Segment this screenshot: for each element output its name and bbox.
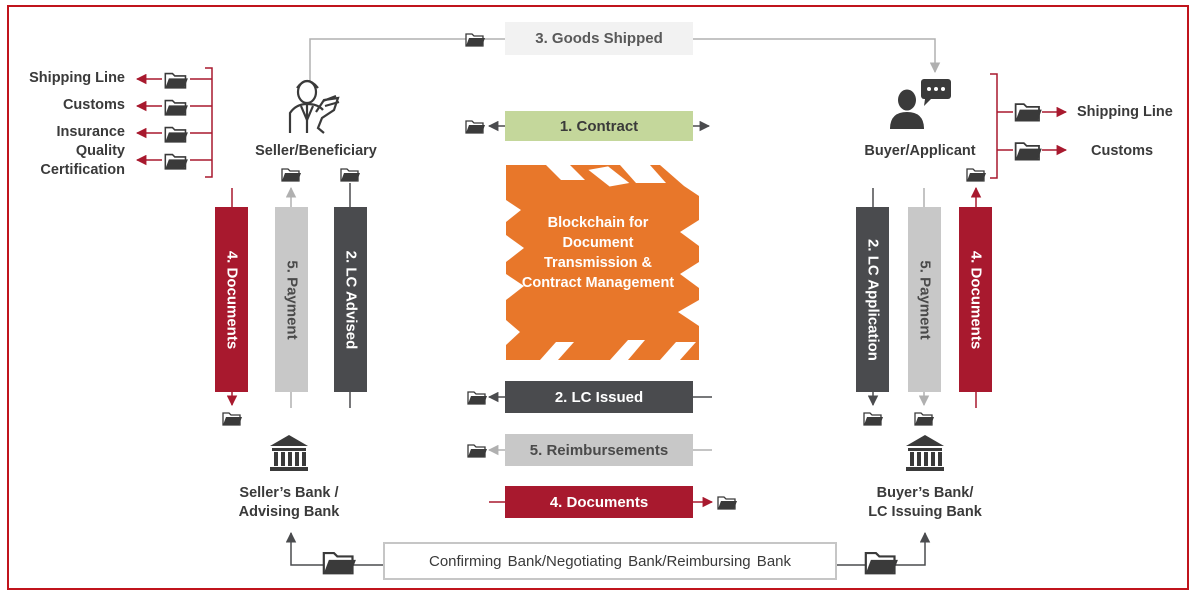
seller-documents-bar: 4. Documents xyxy=(215,207,248,392)
goods-shipped-line xyxy=(309,38,941,82)
folder-icon xyxy=(1014,103,1042,122)
buyer-bank-line2: LC Issuing Bank xyxy=(868,504,982,520)
buyer-person-icon xyxy=(890,79,951,129)
seller-party-insurance: Insurance xyxy=(56,124,126,140)
seller-party-customs: Customs xyxy=(62,97,125,113)
buyer-party-shipping-line: Shipping Line xyxy=(1077,104,1173,120)
seller-person-icon xyxy=(288,79,340,134)
blockchain-label: Blockchain for Document Transmission & C… xyxy=(521,215,675,291)
folder-icon xyxy=(340,168,360,182)
buyer-parties-bracket xyxy=(990,73,1068,179)
seller-parties-bracket xyxy=(135,67,213,178)
folder-icon xyxy=(914,412,934,426)
folder-icon xyxy=(863,412,883,426)
buyer-lc-application-label: 2. LC Application xyxy=(864,238,881,361)
folder-icon xyxy=(164,126,188,143)
seller-bank-line1: Seller’s Bank / xyxy=(239,485,339,501)
seller-party-quality: Quality xyxy=(75,143,125,159)
documents-bar: 4. Documents xyxy=(505,486,693,518)
buyer-documents-bar: 4. Documents xyxy=(959,207,992,392)
buyer-name: Buyer/Applicant xyxy=(864,143,976,159)
seller-lc-advised-label: 2. LC Advised xyxy=(342,250,359,349)
folder-icon xyxy=(164,153,188,170)
folder-icon xyxy=(281,168,301,182)
buyer-bank-line1: Buyer’s Bank/ xyxy=(876,485,974,501)
seller-documents-label: 4. Documents xyxy=(223,250,240,349)
confirming-bank-box: Confirming Bank/Negotiating Bank/Reimbur… xyxy=(383,542,837,580)
seller-payment-label: 5. Payment xyxy=(283,259,300,340)
folder-icon xyxy=(465,120,485,134)
diagram-frame xyxy=(7,5,1189,590)
folder-icon xyxy=(467,391,487,405)
buyer-payment-label: 5. Payment xyxy=(916,259,933,340)
folder-icon xyxy=(164,72,188,89)
folder-icon xyxy=(467,444,487,458)
folder-icon xyxy=(1014,142,1042,161)
folder-icon xyxy=(322,551,356,575)
folder-icon xyxy=(966,168,986,182)
reimbursements-bar: 5. Reimbursements xyxy=(505,434,693,466)
folder-icon xyxy=(864,551,898,575)
seller-lc-advised-bar: 2. LC Advised xyxy=(334,207,367,392)
contract-bar: 1. Contract xyxy=(505,111,693,141)
seller-bank-line2: Advising Bank xyxy=(238,504,340,520)
buyer-party-customs: Customs xyxy=(1091,143,1154,159)
goods-shipped-box: 3. Goods Shipped xyxy=(505,22,693,55)
buyer-lc-application-bar: 2. LC Application xyxy=(856,207,889,392)
bank-icon xyxy=(906,435,944,471)
blockchain-shape xyxy=(506,165,699,360)
lc-issued-bar: 2. LC Issued xyxy=(505,381,693,413)
buyer-payment-bar: 5. Payment xyxy=(908,207,941,392)
seller-name: Seller/Beneficiary xyxy=(255,143,377,159)
seller-party-shipping-line: Shipping Line xyxy=(29,70,125,86)
buyer-documents-label: 4. Documents xyxy=(967,250,984,349)
folder-icon xyxy=(717,496,737,510)
folder-icon xyxy=(222,412,242,426)
folder-icon xyxy=(465,33,485,47)
seller-party-certification: Certification xyxy=(40,162,125,178)
seller-payment-bar: 5. Payment xyxy=(275,207,308,392)
bank-icon xyxy=(270,435,308,471)
folder-icon xyxy=(164,99,188,116)
